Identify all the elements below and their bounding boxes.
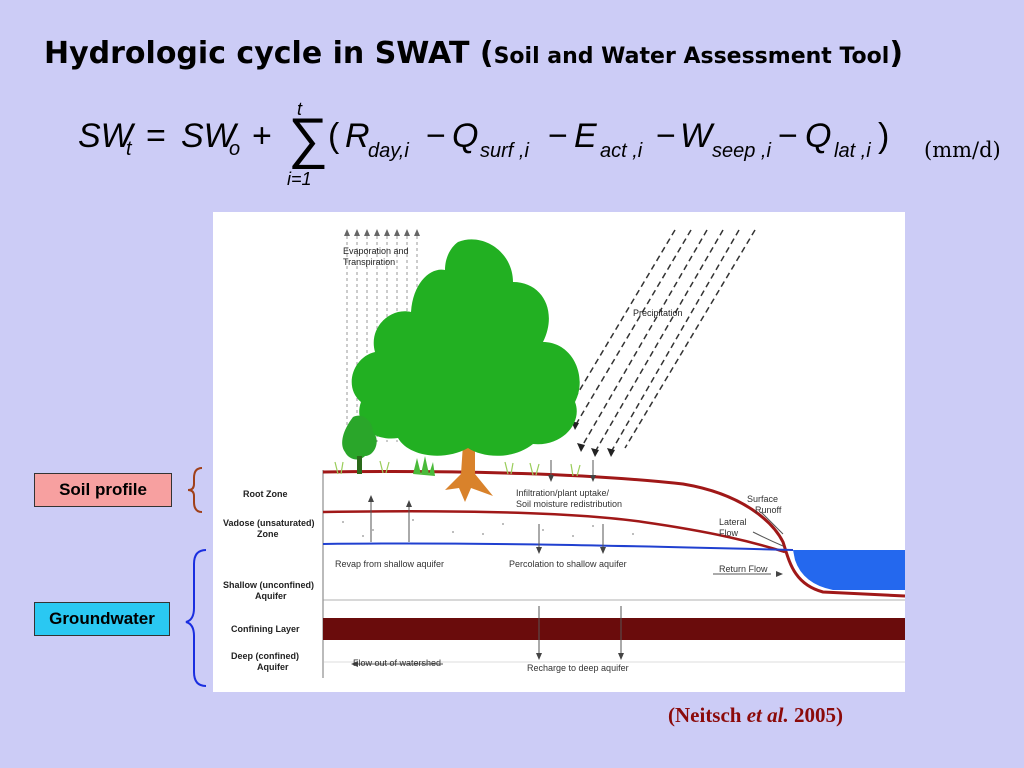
title-main: Hydrologic cycle in SWAT (	[44, 36, 494, 71]
root-zone-boundary	[322, 510, 786, 554]
eq-term-qsurf-sub: surf ,i	[480, 140, 529, 162]
citation-year: 2005)	[788, 703, 843, 727]
eq-term-qlat: Q	[805, 117, 831, 155]
title-close: )	[889, 36, 904, 71]
evaporation-arrowheads	[344, 229, 420, 236]
shallow-label-1: Shallow (unconfined)	[223, 580, 314, 590]
eq-minus: −	[548, 117, 568, 155]
eq-term-e: E	[574, 117, 597, 155]
eq-minus: −	[778, 117, 798, 155]
return-flow-label: Return Flow	[719, 564, 768, 574]
surface-runoff-label-2: Runoff	[755, 505, 782, 515]
eq-minus: −	[426, 117, 446, 155]
surface-runoff-label-1: Surface	[747, 494, 778, 504]
deep-label-2: Aquifer	[257, 662, 289, 672]
eq-close-paren: )	[878, 117, 889, 155]
small-tree	[342, 415, 377, 460]
eq-open-paren: (	[328, 117, 340, 155]
citation-author: (Neitsch	[668, 703, 747, 727]
eq-term-qlat-sub: lat ,i	[834, 140, 871, 162]
confining-label: Confining Layer	[231, 624, 300, 634]
eq-term-qsurf: Q	[452, 117, 478, 155]
infiltration-label-2: Soil moisture redistribution	[516, 499, 622, 509]
eq-sw0: SW	[181, 117, 239, 155]
precipitation-lines	[568, 229, 756, 453]
root-zone-label: Root Zone	[243, 489, 288, 499]
groundwater-brace	[185, 549, 207, 687]
percolation-label: Percolation to shallow aquifer	[509, 559, 627, 569]
lateral-flow-label-1: Lateral	[719, 517, 747, 527]
eq-lhs: SW	[78, 117, 136, 155]
groundwater-label: Groundwater	[34, 602, 170, 636]
vadose-dots	[342, 519, 634, 537]
vadose-label-1: Vadose (unsaturated)	[223, 518, 315, 528]
water-table-line	[322, 542, 794, 551]
eq-term-w-sub: seep ,i	[712, 140, 771, 162]
citation-etal: et al.	[746, 703, 789, 727]
summation-sign: ∑	[288, 106, 328, 169]
eq-term-e-sub: act ,i	[600, 140, 643, 162]
citation: (Neitsch et al. 2005)	[668, 703, 843, 728]
deep-label-1: Deep (confined)	[231, 651, 299, 661]
eq-lhs-sub: t	[126, 138, 133, 160]
soil-brace	[187, 467, 203, 513]
shallow-label-2: Aquifer	[255, 591, 287, 601]
evaporation-label-1: Evaporation and	[343, 246, 409, 256]
units-label: (mm/d)	[924, 138, 1001, 162]
eq-sum-lower: i=1	[287, 169, 312, 189]
grass-tufts	[334, 460, 581, 477]
flow-arrowheads	[351, 475, 783, 667]
tree-trunk	[445, 444, 493, 502]
eq-term-w: W	[680, 117, 715, 155]
small-tree-trunk	[357, 456, 362, 474]
title-sub: Soil and Water Assessment Tool	[493, 44, 890, 69]
hydrologic-cycle-diagram: Evaporation and Transpiration Precipitat…	[213, 212, 905, 692]
soil-water-balance-equation: SW t = SW o + t ∑ i=1 ( R day,i − Q surf…	[78, 99, 889, 189]
eq-minus: −	[656, 117, 676, 155]
flow-out-label: Flow out of watershed	[353, 658, 441, 668]
eq-term-r-sub: day,i	[368, 140, 409, 162]
eq-equals: =	[146, 117, 166, 155]
revap-label: Revap from shallow aquifer	[335, 559, 444, 569]
vadose-label-2: Zone	[257, 529, 279, 539]
braces	[185, 467, 207, 687]
eq-sum-upper: t	[297, 99, 303, 119]
tree-canopy	[351, 239, 580, 456]
surface-runoff-arrow	[760, 511, 784, 535]
lateral-flow-label-2: Flow	[719, 528, 739, 538]
eq-sw0-sub: o	[229, 138, 240, 160]
diagram-background	[213, 212, 905, 692]
lateral-flow-arrow	[752, 531, 784, 547]
recharge-label: Recharge to deep aquifer	[527, 663, 629, 673]
confining-layer	[323, 618, 905, 640]
infiltration-label-1: Infiltration/plant uptake/	[516, 488, 610, 498]
soil-profile-label: Soil profile	[34, 473, 172, 507]
stream-water	[793, 550, 905, 590]
eq-plus: +	[252, 117, 272, 155]
evaporation-label-2: Transpiration	[343, 257, 395, 267]
eq-term-r: R	[345, 117, 370, 155]
precipitation-label: Precipitation	[633, 308, 683, 318]
slide-title: Hydrologic cycle in SWAT (Soil and Water…	[44, 36, 903, 71]
bush	[413, 456, 435, 476]
